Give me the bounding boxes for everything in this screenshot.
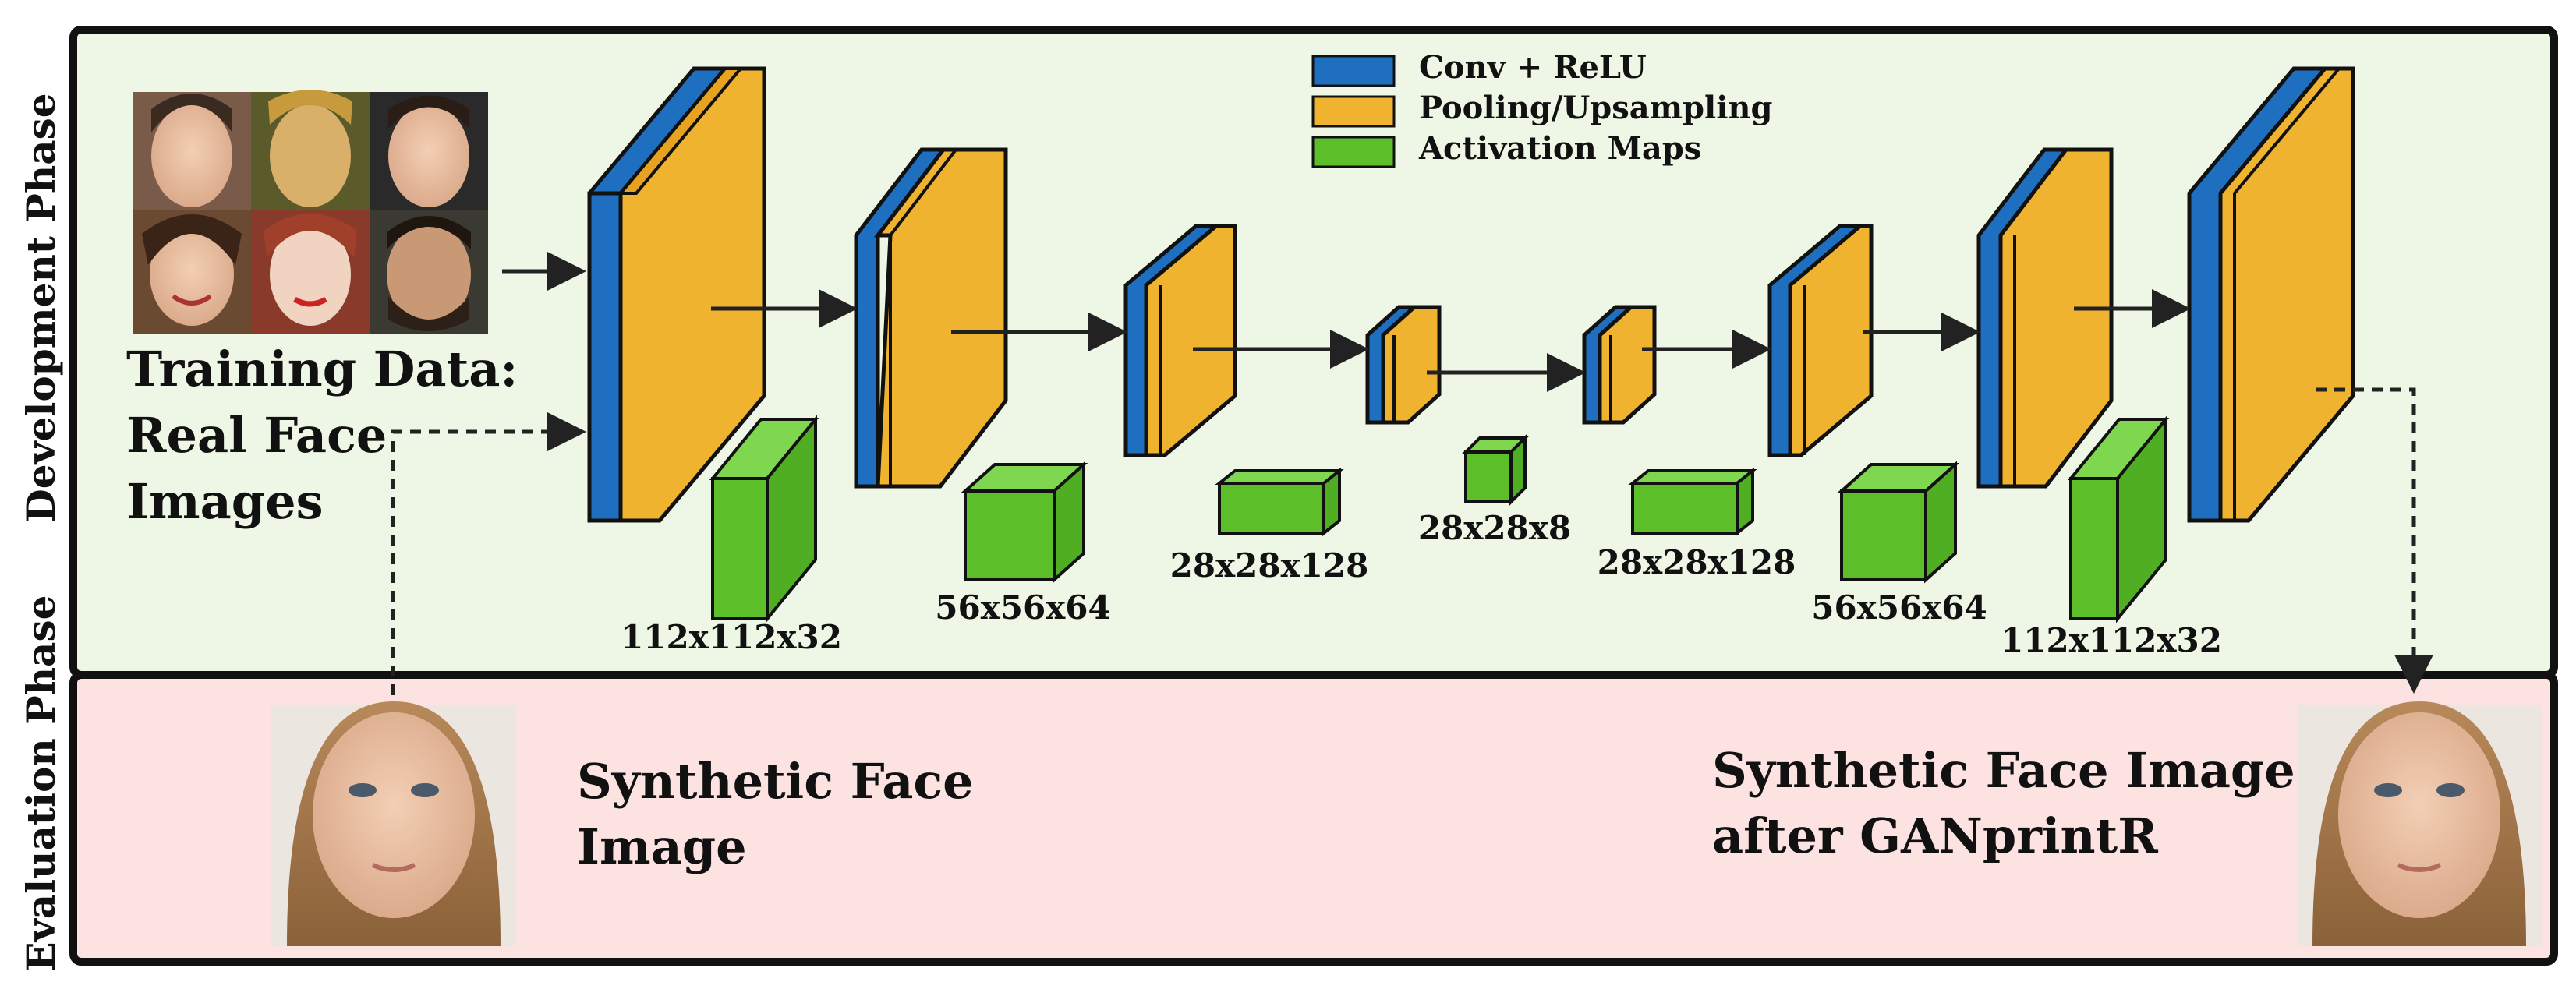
synthetic-face-input-line: Image	[577, 818, 747, 875]
dashed-arrow-output	[2316, 387, 2433, 694]
real-face-thumbnail	[133, 210, 251, 334]
conv-pool-block-4	[1365, 305, 1442, 425]
synthetic-face-output	[2297, 701, 2542, 946]
legend-swatch-conv	[1311, 55, 1396, 87]
conv-pool-block-2	[854, 147, 1008, 489]
training-data-line: Images	[126, 473, 323, 530]
pool-layer-edge	[889, 148, 957, 237]
training-data-line: Training Data:	[126, 341, 518, 397]
synthetic-face-output-line: Synthetic Face Image	[1712, 742, 2295, 799]
synthetic-face-output-line: after GANprintR	[1712, 807, 2158, 864]
real-face-thumbnail	[251, 210, 370, 334]
real-face-thumbnail	[370, 92, 488, 210]
activation-map-label: 28x28x128	[1170, 546, 1369, 585]
activation-map-2	[961, 461, 1088, 584]
synthetic-face-output-label: Synthetic Face Image after GANprintR	[1712, 742, 2295, 864]
development-phase-label: Development Phase	[18, 93, 64, 522]
legend-swatch-pool	[1311, 95, 1396, 128]
real-face-thumbnail	[251, 90, 370, 210]
conv-pool-block-7	[1976, 147, 2114, 489]
evaluation-paths	[391, 387, 2433, 695]
pool-layer-edge	[2233, 67, 2341, 195]
activation-map-5	[1628, 467, 1757, 537]
activation-map-4	[1462, 434, 1529, 506]
pool-layer	[1381, 305, 1442, 425]
conv-pool-block-5	[1582, 305, 1657, 425]
activation-map-label: 28x28x8	[1418, 509, 1571, 547]
pool-layer	[1598, 305, 1657, 425]
activation-map-3	[1215, 467, 1344, 537]
pool-layer	[2218, 66, 2355, 523]
pool-layer-edge	[617, 67, 745, 195]
synthetic-face-input-label: Synthetic Face Image	[577, 753, 974, 875]
evaluation-phase-panel	[69, 671, 2558, 966]
real-face-thumbnail-grid	[133, 90, 488, 334]
legend-swatch-activation	[1311, 136, 1396, 168]
activation-map-label: 112x112x32	[2001, 621, 2222, 659]
activation-map-label: 28x28x128	[1598, 543, 1796, 581]
network-layers	[587, 66, 2355, 523]
real-face-thumbnail	[370, 210, 488, 334]
pool-layer	[1788, 224, 1874, 457]
conv-pool-block-8	[2187, 66, 2355, 523]
legend-label-conv: Conv + ReLU	[1419, 49, 1647, 86]
legend: Conv + ReLU Pooling/Upsampling Activatio…	[1311, 49, 1772, 168]
activation-map-labels: 112x112x32 56x56x64 28x28x128 28x28x8 28…	[621, 509, 2222, 659]
conv-layer-face	[587, 191, 623, 523]
conv-pool-block-6	[1767, 224, 1874, 457]
training-data-line: Real Face	[126, 407, 387, 464]
activation-map-1	[709, 415, 819, 623]
activation-map-6	[1837, 461, 1960, 584]
activation-maps	[709, 415, 2170, 623]
activation-map-7	[2067, 415, 2170, 623]
pool-layer	[873, 147, 1008, 489]
legend-label-activation: Activation Maps	[1418, 130, 1701, 167]
pool-layer	[1998, 147, 2114, 489]
conv-pool-block-1	[587, 66, 766, 523]
synthetic-face-input	[271, 701, 516, 946]
activation-map-label: 112x112x32	[621, 618, 842, 656]
synthetic-face-input-line: Synthetic Face	[577, 753, 974, 810]
legend-label-pool: Pooling/Upsampling	[1419, 90, 1772, 126]
training-data-label: Training Data: Real Face Images	[126, 341, 518, 530]
dashed-arrow-input	[391, 412, 586, 695]
activation-map-label: 56x56x64	[935, 588, 1110, 627]
conv-pool-block-3	[1123, 224, 1237, 457]
real-face-thumbnail	[133, 92, 251, 210]
activation-map-label: 56x56x64	[1811, 588, 1987, 627]
pool-layer	[1144, 224, 1237, 457]
evaluation-phase-label: Evaluation Phase	[18, 595, 64, 972]
flow-arrows	[502, 252, 2191, 392]
